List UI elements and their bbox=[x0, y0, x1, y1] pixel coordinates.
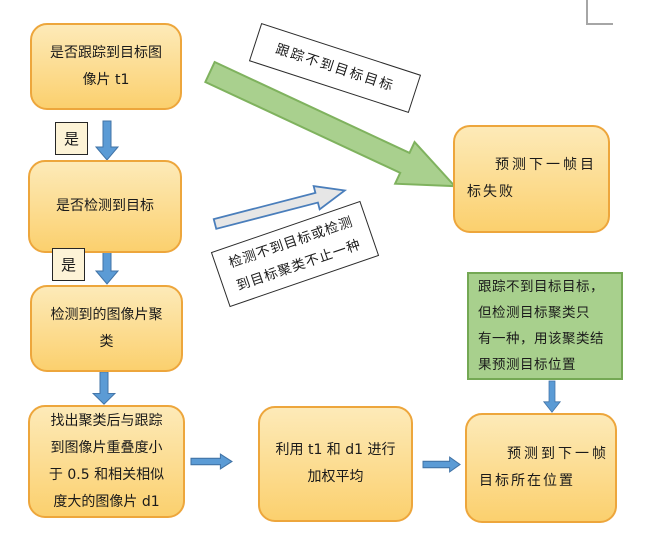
right-arrow-icon-2[interactable] bbox=[422, 456, 461, 473]
flow-box-text-line: 加权平均 bbox=[307, 469, 364, 485]
note-box-single-cluster[interactable]: 跟踪不到目标目标， 但检测目标聚类只 有一种，用该聚类结 果预测目标位置 bbox=[467, 272, 623, 380]
flow-box-text-line: 利用 t1 和 d1 进行 bbox=[275, 442, 396, 458]
flow-box-text-line: 是否跟踪到目标图 bbox=[50, 44, 162, 61]
flow-box-text-line: 预测下一帧目 bbox=[495, 157, 597, 173]
gray-arrow-icon[interactable] bbox=[212, 178, 349, 237]
yes-label-text: 是 bbox=[60, 256, 76, 274]
flow-box-track-question[interactable]: 是否跟踪到目标图 像片 t1 bbox=[30, 23, 182, 110]
flow-box-text-line: 到图像片重叠度小 bbox=[50, 439, 163, 456]
flow-box-text-line: 于 0.5 和相关相似 bbox=[48, 466, 165, 483]
flow-box-text-line: 标失败 bbox=[467, 184, 515, 200]
down-arrow-icon-1[interactable] bbox=[94, 120, 120, 161]
flow-box-text-line: 检测到的图像片聚 bbox=[50, 306, 163, 323]
flow-box-text-line: 是否检测到目标 bbox=[56, 198, 154, 214]
yes-label-text: 是 bbox=[63, 130, 79, 148]
yes-label-2[interactable]: 是 bbox=[52, 248, 85, 281]
yes-label-1[interactable]: 是 bbox=[55, 122, 88, 155]
note-text-line: 果预测目标位置 bbox=[478, 357, 576, 373]
flow-box-find-patch[interactable]: 找出聚类后与跟踪 到图像片重叠度小 于 0.5 和相关相似 度大的图像片 d1 bbox=[28, 405, 185, 518]
flow-box-predict-position[interactable]: 预测到下一帧 目标所在位置 bbox=[465, 413, 617, 523]
flow-box-text-line: 目标所在位置 bbox=[479, 473, 575, 489]
flow-box-cluster[interactable]: 检测到的图像片聚 类 bbox=[30, 285, 183, 372]
flow-box-text-line: 像片 t1 bbox=[82, 71, 130, 88]
flow-box-predict-fail[interactable]: 预测下一帧目 标失败 bbox=[453, 125, 610, 233]
flow-box-detect-question[interactable]: 是否检测到目标 bbox=[28, 160, 182, 253]
note-text-line: 但检测目标聚类只 bbox=[478, 305, 590, 321]
page-corner-mark bbox=[586, 0, 613, 25]
right-arrow-icon-1[interactable] bbox=[190, 453, 233, 470]
flow-box-text-line: 预测到下一帧 bbox=[507, 446, 609, 462]
down-arrow-icon-4[interactable] bbox=[542, 380, 562, 413]
flow-box-text-line: 度大的图像片 d1 bbox=[53, 493, 160, 510]
flow-box-weighted-average[interactable]: 利用 t1 和 d1 进行 加权平均 bbox=[258, 406, 413, 522]
big-green-arrow-icon[interactable] bbox=[200, 50, 467, 208]
down-arrow-icon-3[interactable] bbox=[91, 371, 117, 405]
note-text-line: 跟踪不到目标目标， bbox=[478, 279, 604, 295]
note-text-line: 有一种，用该聚类结 bbox=[478, 331, 604, 347]
flow-box-text-line: 找出聚类后与跟踪 bbox=[50, 412, 163, 429]
flow-box-text-line: 类 bbox=[99, 333, 114, 350]
